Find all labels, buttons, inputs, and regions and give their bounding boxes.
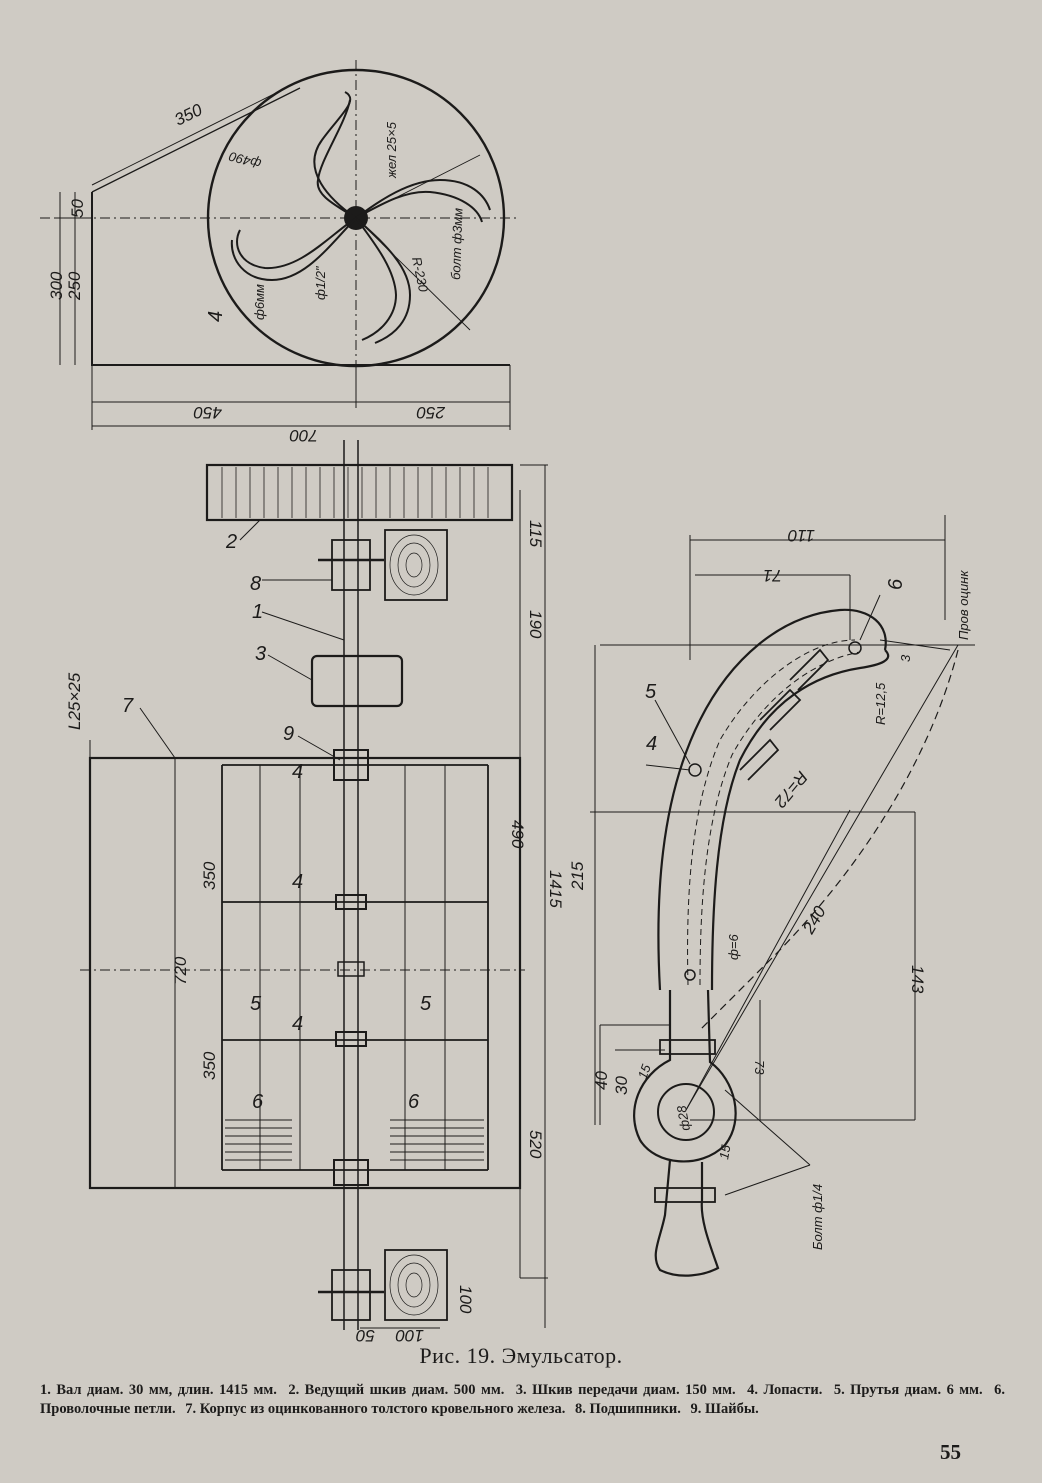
- legend-item-3: 3. Шкив передачи диам. 150 мм.: [515, 1382, 736, 1398]
- dim-110: 110: [787, 526, 815, 545]
- callout-4-c: 4: [292, 1013, 303, 1035]
- figure-title: Рис. 19. Эмульсатор.: [419, 1343, 623, 1368]
- paddle-detail-view: 110 71 Пров оцинк 3 R=12,5 R=72 215 240 …: [568, 515, 975, 1277]
- bolt-label: Болт ф1/4: [810, 1184, 825, 1250]
- wire-loops: [225, 1119, 484, 1161]
- dim-143: 143: [908, 965, 927, 994]
- wood-support-lower: [384, 1249, 448, 1321]
- dim-50: 50: [68, 199, 87, 218]
- dim-350-lower: 350: [200, 1051, 219, 1080]
- callout-1: 1: [252, 601, 263, 623]
- dim-350-top: 350: [171, 100, 205, 130]
- radius-72-label: R=72: [770, 767, 811, 811]
- legend-item-6: 6. Проволочные петли.: [40, 1382, 1006, 1417]
- side-view: L25×25 115 190 490 1415 350 720 350 520 …: [65, 440, 565, 1345]
- callout-4-detail: 4: [646, 733, 657, 755]
- bearing-upper: [331, 539, 371, 591]
- dim-40: 40: [592, 1071, 611, 1090]
- dim-73: 73: [752, 1060, 767, 1075]
- legend-item-5: 5. Прутья диам. 6 мм.: [833, 1382, 983, 1398]
- wood-support-upper: [384, 529, 448, 601]
- legend-item-7: 7. Корпус из оцинкованного толстого кров…: [185, 1400, 566, 1417]
- dim-115: 115: [526, 520, 545, 548]
- legend-item-2: 2. Ведущий шкив диам. 500 мм.: [288, 1382, 505, 1398]
- dim-720: 720: [171, 956, 190, 985]
- radius-230-label: R-230: [409, 256, 431, 295]
- page-number: 55: [940, 1440, 961, 1464]
- radius-12-5-label: R=12,5: [873, 682, 888, 725]
- callout-5-detail: 5: [645, 681, 657, 703]
- dim-240: 240: [799, 902, 830, 937]
- dim-100-bottom: 100: [395, 1326, 424, 1345]
- dim-30: 30: [612, 1076, 631, 1095]
- dim-15-top: 15: [635, 1062, 654, 1081]
- callout-2: 2: [225, 531, 237, 553]
- dim-520: 520: [526, 1130, 545, 1159]
- callout-5-right: 5: [420, 993, 432, 1015]
- dim-450: 450: [193, 403, 222, 422]
- callout-8: 8: [250, 573, 261, 595]
- dim-71: 71: [763, 566, 782, 585]
- callout-4-b: 4: [292, 871, 303, 893]
- dim-700: 700: [289, 426, 318, 445]
- legend-item-4: 4. Лопасти.: [747, 1382, 823, 1398]
- wire-label: Пров оцинк: [956, 570, 971, 640]
- bearing-lower: [331, 1269, 371, 1321]
- callout-4-top: 4: [205, 311, 227, 322]
- dim-250: 250: [65, 271, 84, 301]
- callout-5-left: 5: [250, 993, 262, 1015]
- dim-15-bottom: 15: [716, 1143, 733, 1161]
- callout-7: 7: [122, 695, 134, 717]
- washer-top: [333, 749, 369, 781]
- dim-diameter-490: ф490: [227, 148, 263, 171]
- figure-legend: 1. Вал диам. 30 мм, длин. 1415 мм. 2. Ве…: [40, 1381, 1005, 1418]
- dim-250-bottom: 250: [416, 403, 446, 422]
- legend-item-8: 8. Подшипники.: [574, 1400, 681, 1417]
- dim-3: 3: [898, 654, 913, 662]
- dim-350-upper: 350: [200, 861, 219, 890]
- legend-item-9: 9. Шайбы.: [690, 1400, 759, 1417]
- callout-6-left: 6: [252, 1091, 264, 1113]
- paddle-cage: [221, 764, 489, 1171]
- driving-pulley: [205, 463, 514, 522]
- callout-9: 9: [283, 723, 294, 745]
- dim-300: 300: [47, 271, 66, 300]
- rod-diameter-label: ф=6: [726, 934, 741, 960]
- strip-size-label: жел 25×5: [384, 121, 399, 179]
- dim-1415: 1415: [546, 870, 565, 908]
- callout-4-a: 4: [292, 761, 303, 783]
- dim-490: 490: [508, 820, 527, 849]
- angle-size-label: L25×25: [65, 672, 84, 730]
- callout-3: 3: [255, 643, 266, 665]
- dim-50-bottom: 50: [356, 1326, 375, 1345]
- dim-100-right: 100: [456, 1285, 475, 1314]
- legend-item-1: 1. Вал диам. 30 мм, длин. 1415 мм.: [40, 1382, 277, 1398]
- callout-6-right: 6: [408, 1091, 420, 1113]
- bolt-size-label: болт ф3мм: [448, 208, 466, 281]
- pipe-diameter-label: ф28: [674, 1104, 693, 1132]
- transmission-pulley: [310, 654, 404, 708]
- shaft-size-label: ф1/2": [313, 265, 328, 300]
- top-view: 350 50 300 250 450 250 700 ф490 жел 25×5…: [40, 60, 520, 445]
- paddles: [230, 91, 491, 344]
- rod-size-label: ф6мм: [252, 284, 267, 320]
- housing: [88, 756, 522, 1190]
- pipe-clamp: [633, 989, 737, 1163]
- dim-215: 215: [568, 861, 587, 891]
- callout-6-detail: 6: [885, 578, 907, 590]
- dim-190: 190: [526, 610, 545, 639]
